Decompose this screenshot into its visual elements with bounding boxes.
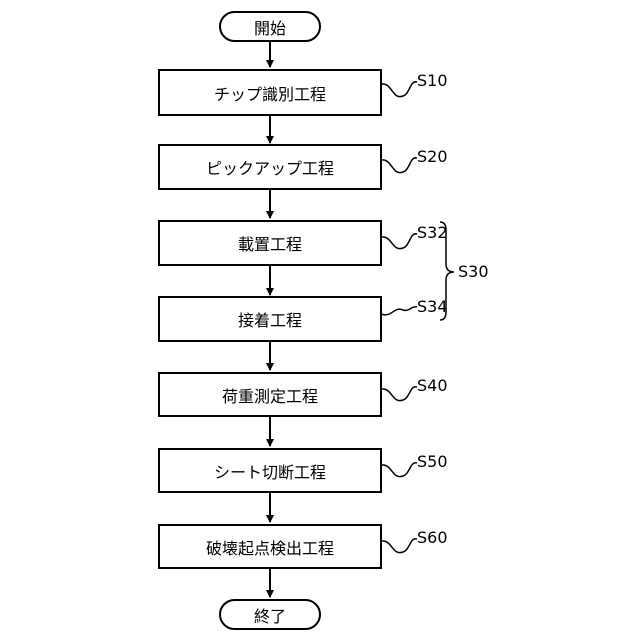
step-leader [381, 539, 417, 553]
step-code-s34: S34 [417, 297, 448, 316]
step-leader [381, 307, 417, 315]
step-code-s50: S50 [417, 452, 448, 471]
step-code-s20: S20 [417, 147, 448, 166]
start-terminal: 開始 [219, 11, 321, 42]
step-box-pickup: ピックアップ工程 [158, 144, 382, 190]
step-leader [381, 387, 417, 401]
step-leader [381, 463, 417, 477]
step-code-s32: S32 [417, 223, 448, 242]
step-box-sheet-cutting: シート切断工程 [158, 448, 382, 493]
step-box-fracture-origin-detection: 破壊起点検出工程 [158, 524, 382, 569]
step-code-s40: S40 [417, 376, 448, 395]
step-box-chip-identification: チップ識別工程 [158, 69, 382, 116]
group-code-s30: S30 [458, 262, 489, 281]
step-box-load-measurement: 荷重測定工程 [158, 372, 382, 417]
step-box-bonding: 接着工程 [158, 296, 382, 342]
step-box-placement: 載置工程 [158, 220, 382, 266]
step-code-s60: S60 [417, 528, 448, 547]
step-leader [381, 158, 417, 173]
end-terminal: 終了 [219, 599, 321, 630]
step-leader [381, 234, 417, 249]
step-leader [381, 82, 417, 97]
step-code-s10: S10 [417, 71, 448, 90]
